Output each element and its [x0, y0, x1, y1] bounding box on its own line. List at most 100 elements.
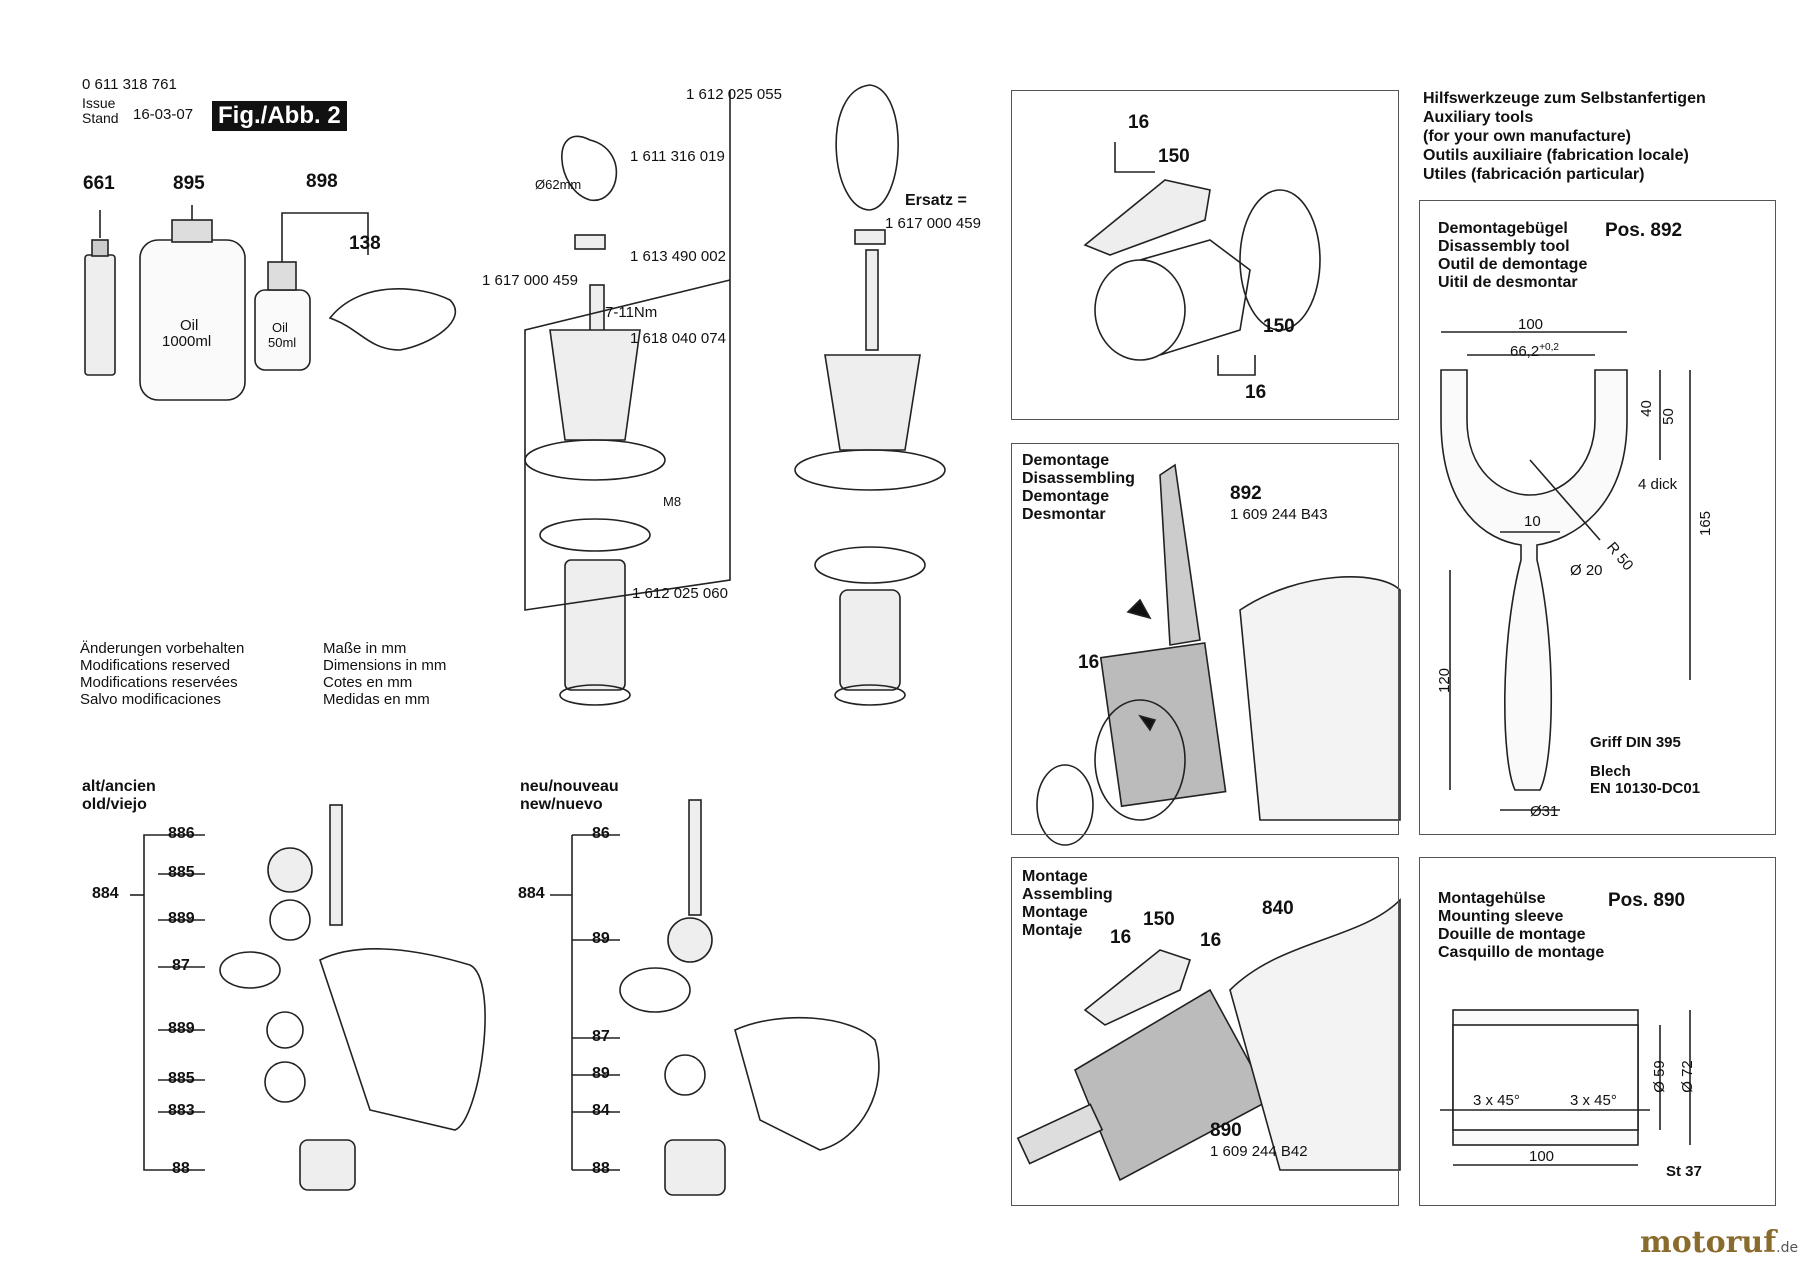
old-part-883: 883 [168, 1102, 195, 1119]
grease-tube [84, 210, 116, 376]
box2-line: Demontage [1022, 452, 1110, 469]
oil-bottle-large [139, 205, 246, 401]
griff-din: Griff DIN 395 [1590, 734, 1681, 751]
box3-line: Montage [1022, 904, 1088, 921]
aux-line: (for your own manufacture) [1423, 128, 1632, 145]
dim-thickness: 4 dick [1638, 476, 1678, 493]
label-d62: Ø62mm [535, 177, 582, 192]
disassembly-drawing [1036, 463, 1401, 846]
aux-line: Hilfswerkzeuge zum Selbstanfertigen [1423, 90, 1706, 107]
new-part-86: 86 [592, 825, 610, 842]
dim-chamfer-right: 3 x 45° [1570, 1092, 1617, 1109]
tool892-title: Demontagebügel Disassembly tool Outil de… [1438, 220, 1587, 292]
new-title-line2: new/nuevo [520, 796, 603, 813]
label-torque: 7-11Nm [605, 304, 658, 321]
old-part-886: 886 [168, 825, 195, 842]
box3-part-16b: 16 [1200, 930, 1222, 951]
tool890-title: Montagehülse Mounting sleeve Douille de … [1438, 890, 1604, 962]
box3-part-150: 150 [1143, 909, 1175, 930]
new-part-84: 84 [592, 1102, 610, 1119]
mounting-sleeve-890-drawing [1440, 1009, 1691, 1166]
aux-line: Auxiliary tools [1423, 109, 1534, 126]
tool892-line: Demontagebügel [1438, 220, 1568, 237]
blech-label: Blech [1590, 763, 1631, 780]
tool890-pos: Pos. 890 [1608, 890, 1686, 911]
old-part-889b: 889 [168, 1020, 195, 1037]
box3-title: Montage Assembling Montage Montaje [1022, 868, 1113, 940]
dim-40: 40 [1637, 400, 1655, 417]
site-watermark: motoruf.de [1640, 1225, 1798, 1260]
box3-line: Assembling [1022, 886, 1113, 903]
oil-small-volume: 50ml [268, 335, 297, 350]
part-898: 898 [306, 171, 338, 192]
note-line: Modifications reservées [80, 674, 238, 691]
old-part-885b: 885 [168, 1070, 195, 1087]
panel-sleeve-parts [1011, 90, 1399, 420]
issue-label: Issue [82, 95, 116, 111]
old-part-889: 889 [168, 910, 195, 927]
label-m8: M8 [663, 494, 682, 509]
tool892-line: Outil de demontage [1438, 256, 1588, 273]
dim-100: 100 [1518, 316, 1544, 333]
side-handle-exploded-new [794, 84, 946, 706]
old-part-87: 87 [172, 957, 190, 974]
tool890-line: Montagehülse [1438, 890, 1546, 907]
note-line: Dimensions in mm [323, 657, 447, 674]
watermark-suffix: .de [1776, 1240, 1799, 1256]
box3-line: Montaje [1022, 922, 1083, 939]
panel-assembling [1011, 857, 1399, 1206]
tool892-pos: Pos. 892 [1605, 220, 1683, 241]
document-number: 0 611 318 761 [82, 76, 177, 93]
old-group-title: alt/ancien old/viejo [82, 778, 156, 814]
note-line: Maße in mm [323, 640, 407, 657]
disassembly-tool-892-drawing [1440, 331, 1691, 811]
clamp-group-new [550, 799, 880, 1196]
figure-tag: Fig./Abb. 2 [212, 101, 347, 131]
clamp-group-old [130, 804, 486, 1191]
new-part-87: 87 [592, 1028, 610, 1045]
aux-line: Outils auxiliaire (fabrication locale) [1423, 147, 1689, 164]
new-group-title: neu/nouveau new/nuevo [520, 778, 619, 814]
dim-10: 10 [1524, 513, 1541, 530]
new-group-884: 884 [518, 885, 545, 902]
box2-line: Desmontar [1022, 506, 1106, 523]
box1-part-150: 150 [1158, 146, 1190, 167]
dim-66-tolerance: +0,2 [1539, 342, 1559, 353]
box3-part-840: 840 [1262, 898, 1294, 919]
part-895: 895 [173, 173, 205, 194]
old-title-line1: alt/ancien [82, 778, 156, 795]
box2-title: Demontage Disassembling Demontage Desmon… [1022, 452, 1135, 524]
box3-part-16: 16 [1110, 927, 1132, 948]
material-st37: St 37 [1666, 1163, 1702, 1180]
box3-part-890: 890 [1210, 1120, 1242, 1141]
box2-number-892: 1 609 244 B43 [1230, 506, 1328, 523]
sleeve-ring-drawing [1083, 142, 1321, 376]
dim-length-100: 100 [1529, 1148, 1555, 1165]
box1-part-16b: 16 [1245, 382, 1267, 403]
note-line: Modifications reserved [80, 657, 231, 674]
notes-modifications: Änderungen vorbehalten Modifications res… [80, 640, 244, 708]
dim-d72: Ø 72 [1678, 1060, 1696, 1093]
aux-line: Utiles (fabricación particular) [1423, 166, 1645, 183]
box2-part-892: 892 [1230, 483, 1262, 504]
tool890-line: Douille de montage [1438, 926, 1586, 943]
seal-ring-138 [328, 288, 457, 351]
oil-bottle-small [254, 218, 311, 371]
assembly-drawing [1016, 898, 1401, 1182]
new-part-89: 89 [592, 930, 610, 947]
note-line: Cotes en mm [323, 674, 413, 691]
tool892-line: Uitil de desmontar [1438, 274, 1578, 291]
dim-66: 66,2+0,2 [1510, 339, 1559, 360]
note-line: Änderungen vorbehalten [80, 640, 245, 657]
tool892-line: Disassembly tool [1438, 238, 1570, 255]
label-1617000459: 1 617 000 459 [482, 272, 578, 289]
dim-d31: Ø31 [1530, 803, 1559, 820]
dim-120: 120 [1436, 667, 1454, 694]
box2-line: Demontage [1022, 488, 1110, 505]
dim-chamfer-left: 3 x 45° [1473, 1092, 1520, 1109]
label-1612025060: 1 612 025 060 [632, 585, 728, 602]
note-line: Medidas en mm [323, 691, 430, 708]
note-line: Salvo modificaciones [80, 691, 221, 708]
label-1611316019: 1 611 316 019 [630, 148, 725, 165]
